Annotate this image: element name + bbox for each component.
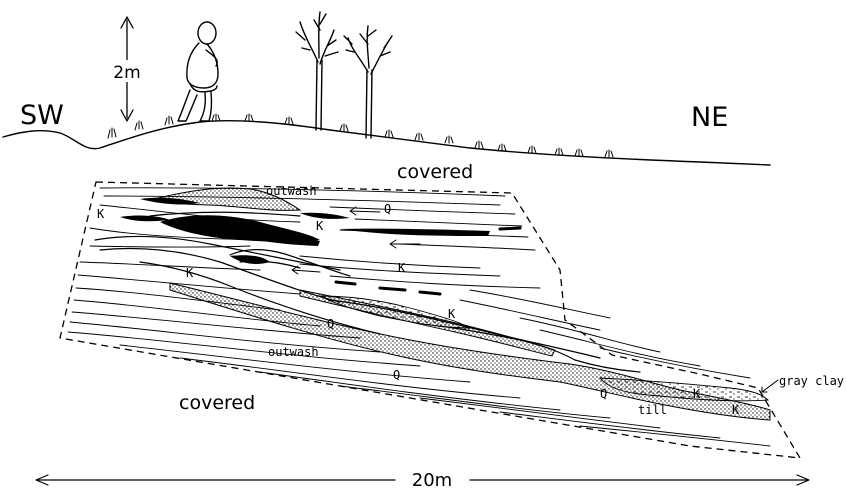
gray-clay-pod [600, 378, 768, 401]
ground-surface [3, 121, 770, 165]
outwash-label-lower: outwash [268, 345, 319, 359]
k-label-6: K [693, 387, 701, 401]
covered-label-bottom: covered [179, 392, 255, 414]
k-label-3: K [398, 261, 406, 275]
q-label-3: Q [393, 368, 400, 382]
ne-label: NE [691, 102, 728, 133]
sw-label: SW [20, 100, 64, 131]
tree-left [296, 12, 338, 130]
height-scale: 2m [113, 17, 140, 121]
height-scale-label: 2m [113, 63, 140, 83]
covered-label-top: covered [397, 161, 473, 183]
k-label-7: K [732, 403, 740, 417]
tree-right [344, 26, 392, 138]
till-label: till [638, 403, 667, 417]
k-label-5: K [448, 307, 456, 321]
outwash-label-upper: outwash [266, 184, 317, 198]
k-label-4: K [186, 266, 194, 280]
q-label-2: Q [327, 317, 334, 331]
person-figure [178, 22, 218, 121]
k-label-2: K [316, 219, 324, 233]
width-scale: 20m [36, 470, 809, 491]
width-scale-label: 20m [412, 470, 452, 491]
q-label-4: Q [600, 387, 607, 401]
k-clay-bodies [120, 198, 490, 264]
clay-streaks [336, 228, 520, 294]
q-label-1: Q [384, 202, 391, 216]
k-label-1: K [97, 207, 105, 221]
gray-clay-pointer [762, 380, 778, 392]
gray-clay-label: gray clay [779, 374, 844, 388]
